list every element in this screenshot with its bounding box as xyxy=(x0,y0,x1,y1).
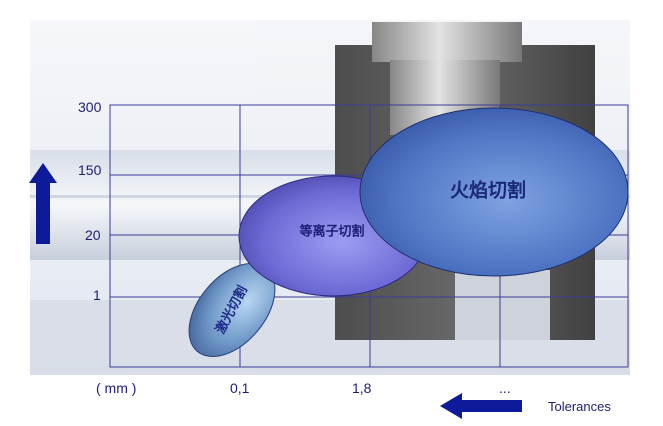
flame-cutting-region: 火焰切割 xyxy=(359,107,629,277)
flame-cutting-label: 火焰切割 xyxy=(450,179,526,202)
x-tick-label: ... xyxy=(499,380,511,396)
plasma-cutting-label: 等离子切割 xyxy=(298,224,364,240)
x-axis-label: Tolerances xyxy=(548,399,611,414)
y-tick-label: 20 xyxy=(85,227,101,243)
y-tick-label: 1 xyxy=(93,287,101,303)
up-arrow-icon xyxy=(29,163,57,244)
x-tick-label: 1,8 xyxy=(352,380,372,396)
x-tick-label: 0,1 xyxy=(230,380,250,396)
y-tick-label: 150 xyxy=(78,162,102,178)
x-axis-unit: ( mm ) xyxy=(96,380,136,396)
y-tick-label: 300 xyxy=(78,99,102,115)
laser-cutting-region: 激光切割 xyxy=(188,263,276,357)
plot-frame xyxy=(109,104,629,368)
left-arrow-icon xyxy=(440,393,522,419)
